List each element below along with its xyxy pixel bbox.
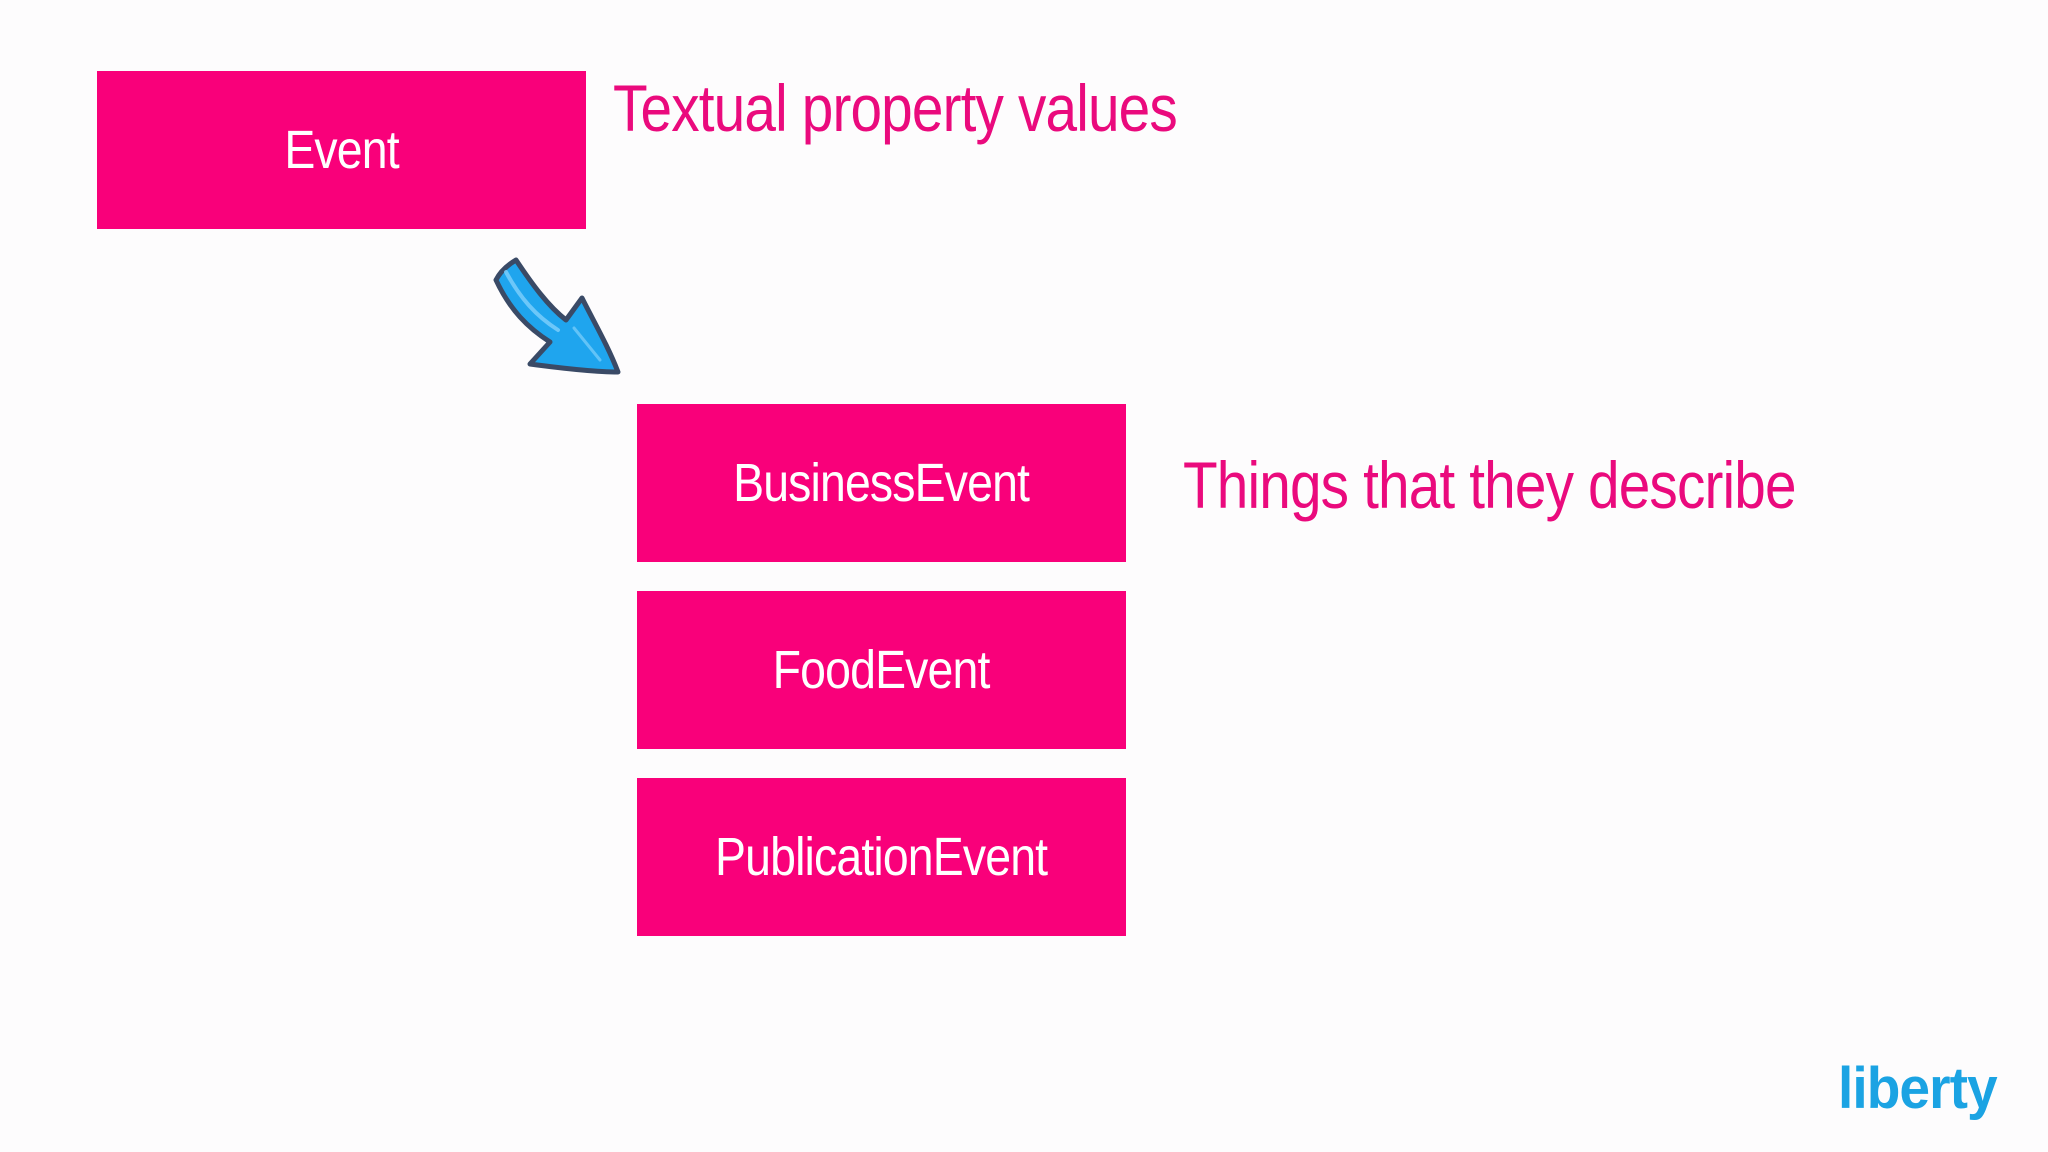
publication-event-box: PublicationEvent xyxy=(637,778,1126,936)
publication-event-box-label: PublicationEvent xyxy=(715,827,1048,887)
liberty-logo: liberty xyxy=(1838,1056,1998,1121)
event-box: Event xyxy=(97,71,586,229)
textual-property-values-label: Textual property values xyxy=(613,71,1178,145)
food-event-box: FoodEvent xyxy=(637,591,1126,749)
food-event-box-label: FoodEvent xyxy=(773,640,991,700)
business-event-box-label: BusinessEvent xyxy=(733,453,1030,513)
curved-arrow-down-right-icon xyxy=(493,257,621,375)
things-they-describe-label: Things that they describe xyxy=(1183,448,1797,522)
business-event-box: BusinessEvent xyxy=(637,404,1126,562)
event-box-label: Event xyxy=(284,120,399,180)
